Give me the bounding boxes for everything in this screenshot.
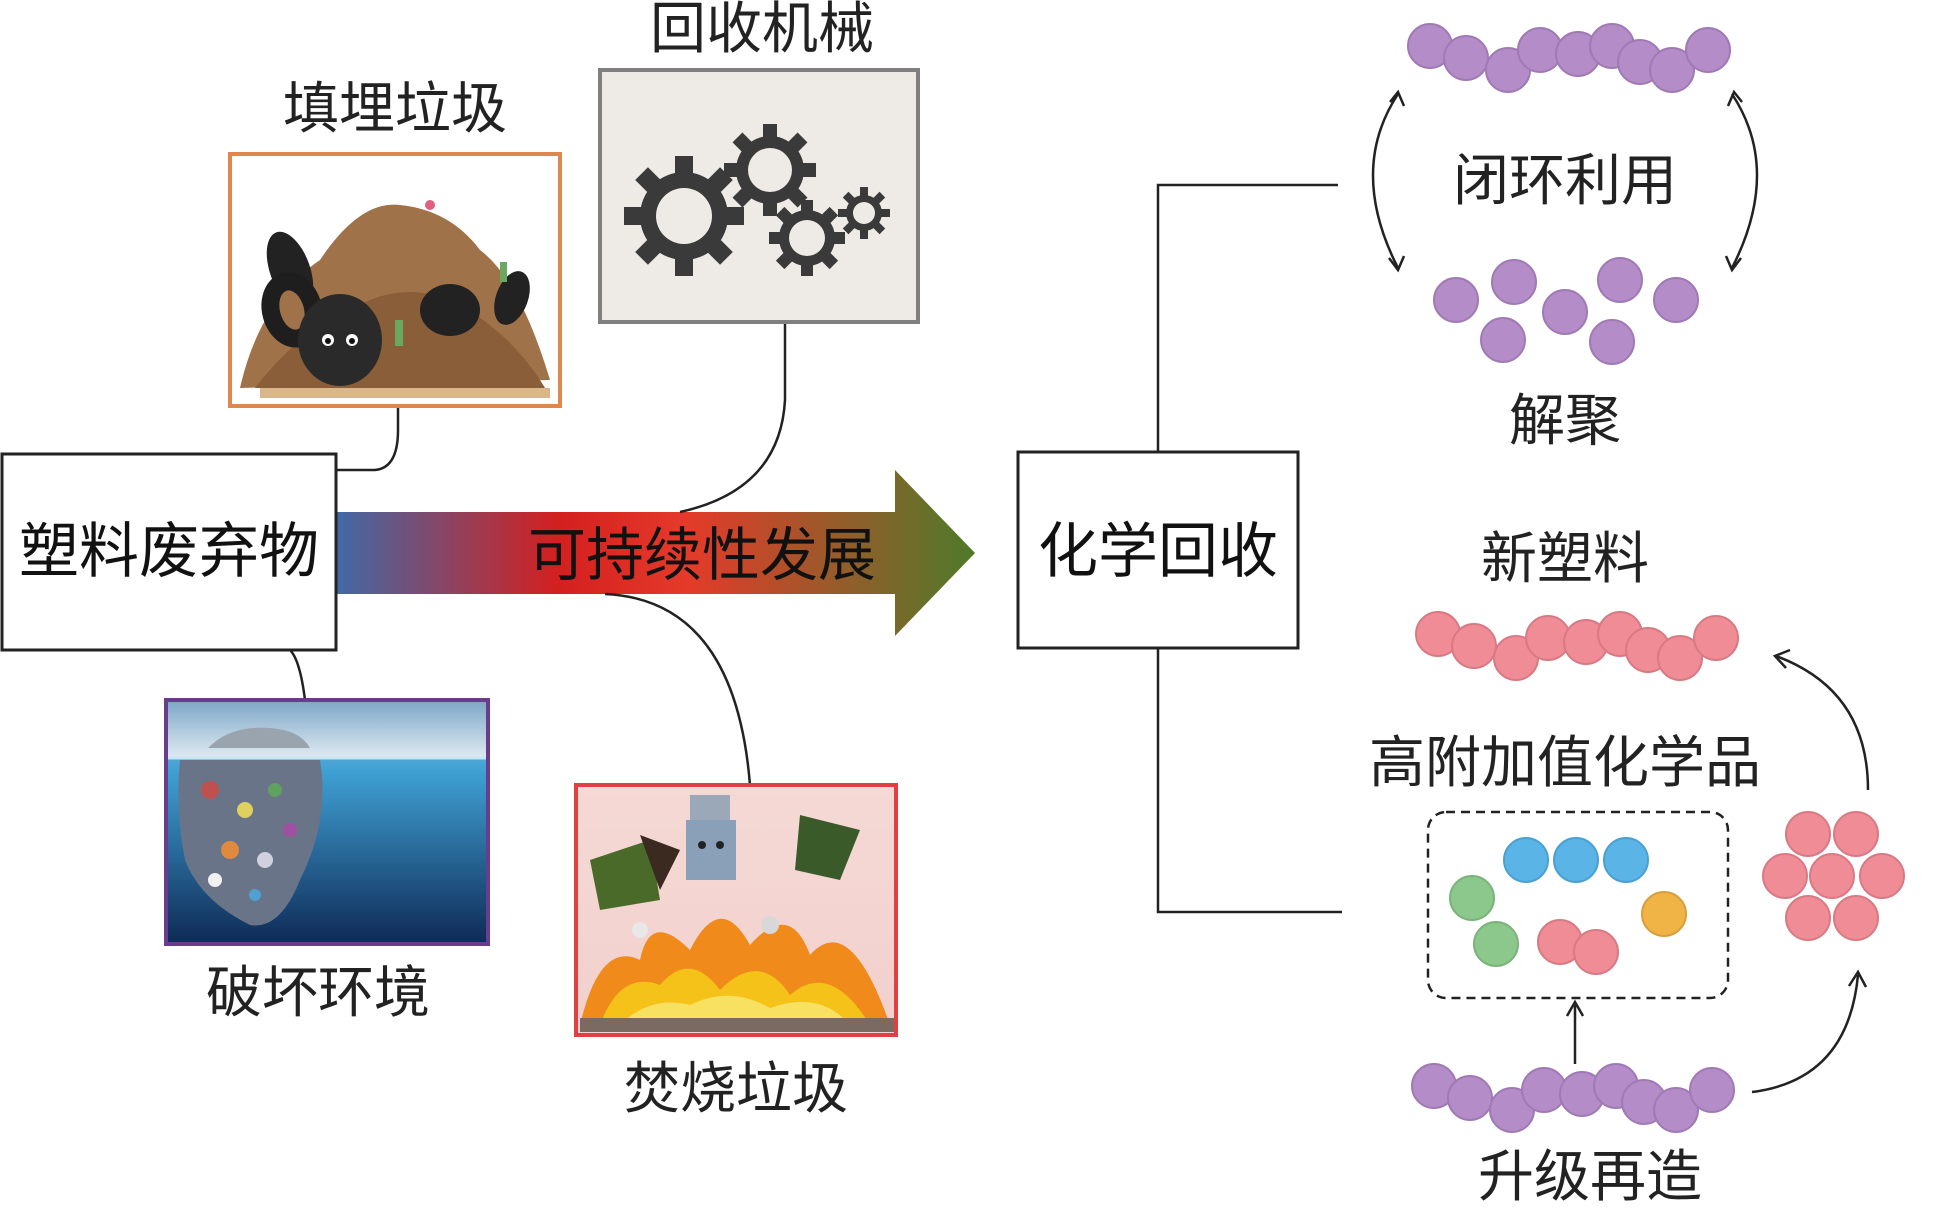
arrow-label: 可持续性发展 <box>528 521 876 589</box>
monomers-depolymerized <box>1433 257 1699 365</box>
incineration-panel: 焚烧垃圾 <box>574 783 898 1122</box>
arrow-to-cluster <box>1751 974 1860 1094</box>
right-bracket <box>1156 183 1342 914</box>
connector-lines <box>289 322 787 786</box>
arrow-to-new-plastic <box>1775 654 1870 791</box>
chemical-recycling-label: 化学回收 <box>1038 517 1278 587</box>
upcycling-branch: 新塑料 高附加值化学品 <box>1369 527 1905 1210</box>
gear-icon <box>624 124 890 276</box>
upcycling-label: 升级再造 <box>1478 1145 1702 1210</box>
chemicals-dashed-box <box>1426 810 1730 1000</box>
cycle-arrow-right <box>1730 93 1759 269</box>
ocean-plastic-illustration <box>168 727 486 926</box>
landfill-panel: 填埋垃圾 <box>228 77 562 408</box>
chemical-recycling-node: 化学回收 <box>1016 450 1300 650</box>
sustainability-arrow: 可持续性发展 <box>334 470 975 636</box>
environment-label: 破坏环境 <box>206 961 430 1026</box>
polymer-chain-top <box>1407 23 1731 93</box>
closed-loop-branch: 闭环利用 解聚 <box>1371 23 1759 454</box>
polymer-chain-bottom <box>1411 1063 1735 1133</box>
chemical-molecules <box>1449 837 1687 975</box>
environment-panel: 破坏环境 <box>164 698 490 1026</box>
machinery-panel: 回收机械 <box>598 0 920 324</box>
polymer-chain-new <box>1415 611 1739 681</box>
closed-loop-label: 闭环利用 <box>1453 149 1677 214</box>
landfill-label: 填埋垃圾 <box>283 77 507 142</box>
landfill-illustration <box>240 200 550 398</box>
cycle-arrow-left <box>1371 93 1400 269</box>
monomer-cluster <box>1762 811 1905 941</box>
machinery-label: 回收机械 <box>650 0 874 62</box>
depolymerization-label: 解聚 <box>1509 389 1621 454</box>
fire-illustration <box>580 795 894 1032</box>
plastic-waste-label: 塑料废弃物 <box>19 517 319 587</box>
high-value-chemicals-label: 高附加值化学品 <box>1369 731 1761 796</box>
incineration-label: 焚烧垃圾 <box>624 1057 848 1122</box>
plastic-waste-node: 塑料废弃物 <box>0 452 338 652</box>
new-plastic-label: 新塑料 <box>1481 527 1649 592</box>
